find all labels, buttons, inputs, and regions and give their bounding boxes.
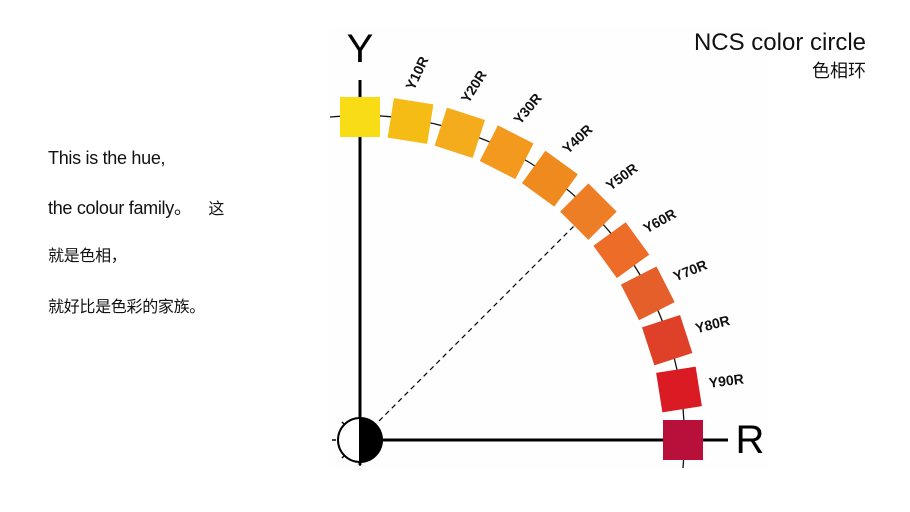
r-axis-label: R [736, 418, 765, 462]
dashed-diagonal [359, 218, 582, 441]
diagram-panel [330, 28, 768, 468]
neutral-circle [332, 414, 383, 466]
hue-swatch-group: Y70R [620, 256, 709, 321]
hue-swatch [620, 266, 675, 321]
hue-swatch [434, 107, 486, 159]
description-line-2-en: the colour family。 [48, 198, 192, 218]
hue-swatch [387, 98, 434, 144]
chart-title: NCS color circle [694, 29, 866, 56]
chart-subtitle: 色相环 [812, 61, 866, 82]
hue-swatch [479, 125, 534, 180]
hue-swatch-group [663, 420, 703, 460]
hue-swatch [340, 97, 380, 137]
description-line-2-zh: 这 [208, 199, 225, 218]
description-line-4: 就好比是色彩的家族。 [48, 297, 206, 316]
description-line-2: the colour family。 这 [48, 194, 224, 220]
hue-swatch [656, 366, 702, 413]
hue-swatch-group [340, 97, 380, 137]
hue-label: Y90R [708, 371, 745, 391]
hue-swatch-group: Y90R [656, 366, 745, 413]
hue-swatch [521, 150, 578, 207]
description-line-1: This is the hue, [48, 148, 166, 168]
hue-swatch [641, 314, 693, 366]
hue-swatch [663, 420, 703, 460]
hue-swatch [593, 222, 650, 279]
y-axis-label: Y [347, 27, 374, 71]
description-line-3: 就是色相， [48, 246, 127, 265]
